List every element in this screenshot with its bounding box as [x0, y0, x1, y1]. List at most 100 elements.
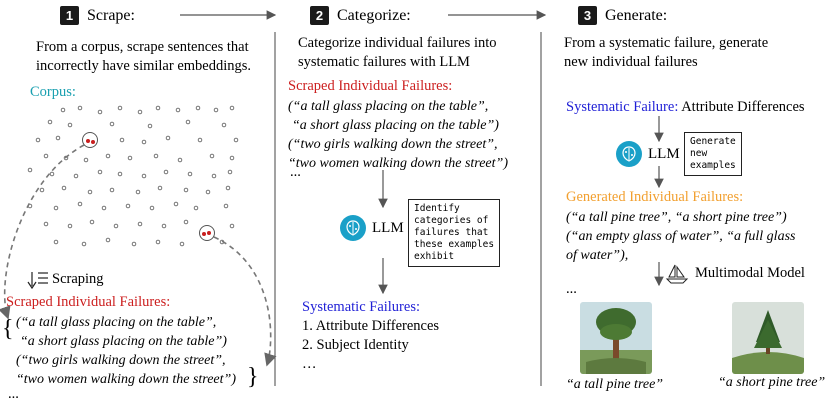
corpus-dot [27, 167, 33, 173]
step-1-header: 1 Scrape: [60, 6, 135, 25]
corpus-dot [63, 155, 69, 161]
left-brace: { [2, 316, 14, 342]
corpus-dot [117, 105, 123, 111]
col3-systematic-value: Attribute Differences [681, 99, 805, 115]
corpus-dot [177, 157, 183, 163]
step-1-badge: 1 [60, 6, 79, 25]
dashed-curve-right [213, 236, 277, 367]
brain-icon [340, 215, 366, 241]
corpus-dot [47, 119, 53, 125]
corpus-dot [101, 205, 107, 211]
corpus-dot [183, 219, 189, 225]
corpus-dot [35, 137, 41, 143]
scraping-label: Scraping [52, 271, 104, 287]
corpus-dot [105, 237, 111, 243]
corpus-dot [209, 153, 215, 159]
col2-systematic-list: 1. Attribute Differences 2. Subject Iden… [302, 318, 440, 372]
corpus-dot [147, 123, 153, 129]
corpus-dot [183, 187, 189, 193]
corpus-dots [27, 105, 239, 247]
corpus-dot [155, 239, 161, 245]
step-2-label: Categorize: [337, 6, 411, 24]
caption-tall-pine-tree: “a tall pine tree” [566, 377, 664, 392]
corpus-dot [193, 205, 199, 211]
corpus-dot [67, 223, 73, 229]
col3-ellipsis: ... [566, 281, 577, 297]
corpus-dot [53, 205, 59, 211]
corpus-dot [73, 173, 79, 179]
corpus-dot [77, 105, 83, 111]
corpus-dot [109, 121, 115, 127]
corpus-dot [137, 221, 143, 227]
dashed-curve-left [0, 144, 85, 320]
corpus-dot [173, 201, 179, 207]
step-1-label: Scrape: [87, 6, 135, 24]
short-pine-tree-image [732, 302, 804, 374]
corpus-dot [179, 241, 185, 247]
corpus-dot [137, 109, 143, 115]
step-2-badge: 2 [310, 6, 329, 25]
corpus-dot [229, 155, 235, 161]
corpus-dot [157, 185, 163, 191]
corpus-dot [221, 122, 227, 128]
col1-failures-list: (“a tall glass placing on the table”, “a… [16, 315, 236, 387]
corpus-dot [225, 185, 231, 191]
col2-ellipsis: ... [290, 164, 301, 180]
brain-icon [616, 141, 642, 167]
corpus-dot [67, 122, 73, 128]
corpus-dot [60, 107, 66, 113]
corpus-dot [175, 107, 181, 113]
corpus-dot [53, 239, 59, 245]
corpus-dot [229, 223, 235, 229]
corpus-dot [77, 201, 83, 207]
corpus-dot [61, 185, 67, 191]
corpus-dot [227, 169, 233, 175]
corpus-dot [81, 241, 87, 247]
corpus-dot [211, 173, 217, 179]
corpus-dot [135, 189, 141, 195]
corpus-dot [141, 173, 147, 179]
col2-llm-label: LLM [372, 219, 404, 236]
highlight-circle-2 [199, 225, 215, 241]
corpus-dot [43, 153, 49, 159]
corpus-dot [119, 137, 125, 143]
corpus-dot [195, 105, 201, 111]
col3-generated-title: Generated Individual Failures: [566, 189, 744, 205]
col2-failures-list: (“a tall glass placing on the table”, “a… [288, 99, 508, 171]
step-3-header: 3 Generate: [578, 6, 667, 25]
caption-short-pine-tree: “a short pine tree” [718, 375, 826, 390]
step-3-badge: 3 [578, 6, 597, 25]
corpus-dot [131, 241, 137, 247]
highlight-circle-1 [82, 132, 98, 148]
corpus-dot [229, 105, 235, 111]
corpus-dot [161, 223, 167, 229]
col2-prompt-box: Identify categories of failures that the… [408, 199, 501, 267]
right-brace: } [247, 364, 259, 390]
col3-systematic-prefix: Systematic Failure: [566, 99, 679, 115]
corpus-dot [97, 169, 103, 175]
corpus-dot [153, 153, 159, 159]
corpus-dot [197, 137, 203, 143]
col3-llm-label: LLM [648, 145, 680, 162]
corpus-dot [155, 105, 161, 111]
corpus-dot [55, 135, 61, 141]
corpus-dot [117, 171, 123, 177]
col2-llm: LLM [340, 215, 404, 241]
col1-failures-title: Scraped Individual Failures: [6, 294, 171, 310]
corpus-dot [89, 219, 95, 225]
corpus-dot [141, 139, 147, 145]
step-3-label: Generate: [605, 6, 668, 24]
tall-pine-tree-image [580, 302, 652, 374]
col1-description: From a corpus, scrape sentences that inc… [36, 39, 252, 74]
corpus-dot [223, 203, 229, 209]
col2-description: Categorize individual failures into syst… [298, 35, 497, 70]
corpus-dot [213, 107, 219, 113]
corpus-dot [113, 223, 119, 229]
corpus-label: Corpus: [30, 84, 76, 100]
corpus-dot [109, 187, 115, 193]
col3-systematic-line: Systematic Failure: Attribute Difference… [566, 98, 805, 117]
corpus-dot [87, 189, 93, 195]
col3-description: From a systematic failure, generate new … [564, 35, 769, 70]
col2-failures-title: Scraped Individual Failures: [288, 78, 453, 94]
